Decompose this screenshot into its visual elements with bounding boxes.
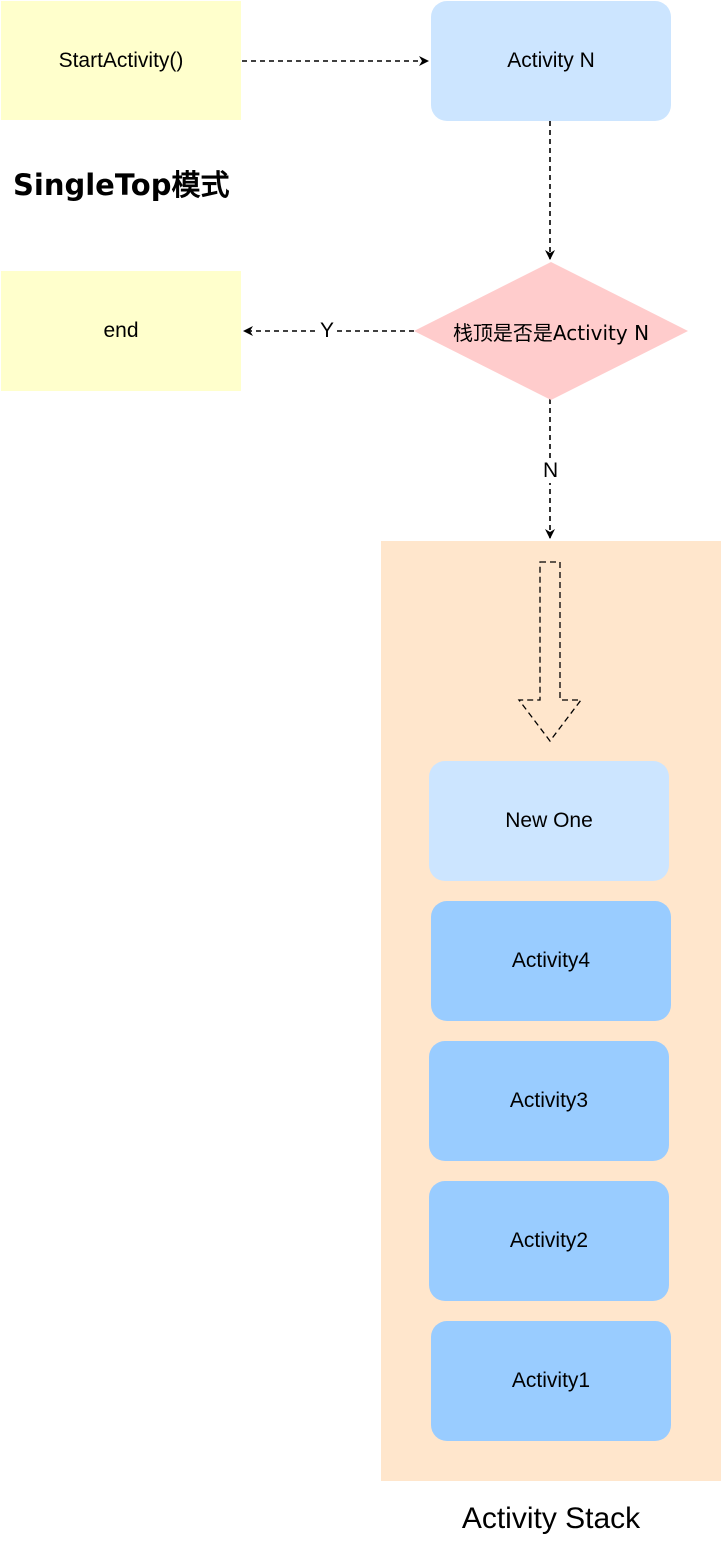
activity-n-label: Activity N bbox=[507, 49, 595, 72]
stack-item-label: Activity3 bbox=[509, 1089, 589, 1112]
stack-label: Activity Stack bbox=[461, 1502, 641, 1535]
decision-label: 栈顶是否是Activity N bbox=[452, 320, 650, 345]
diagram-title: SingleTop模式 bbox=[13, 168, 230, 202]
stack-item-new-one: New One bbox=[429, 761, 669, 881]
stack-item-activity2: Activity2 bbox=[429, 1181, 669, 1301]
push-down-arrow bbox=[517, 561, 583, 743]
stack-item-label: New One bbox=[505, 809, 593, 832]
stack-item-activity3: Activity3 bbox=[429, 1041, 669, 1161]
start-node-label: StartActivity() bbox=[58, 48, 184, 72]
end-node: end bbox=[1, 271, 241, 391]
start-node: StartActivity() bbox=[1, 1, 241, 120]
stack-item-label: Activity1 bbox=[511, 1369, 591, 1392]
edge-label-no: N bbox=[541, 459, 561, 483]
stack-item-activity1: Activity1 bbox=[431, 1321, 671, 1441]
activity-n-node: Activity N bbox=[431, 1, 671, 121]
edge-label-yes: Y bbox=[318, 319, 337, 343]
stack-item-label: Activity4 bbox=[511, 949, 591, 972]
stack-item-label: Activity2 bbox=[509, 1229, 589, 1252]
end-node-label: end bbox=[103, 319, 139, 342]
stack-item-activity4: Activity4 bbox=[431, 901, 671, 1021]
decision-diamond bbox=[414, 262, 688, 400]
